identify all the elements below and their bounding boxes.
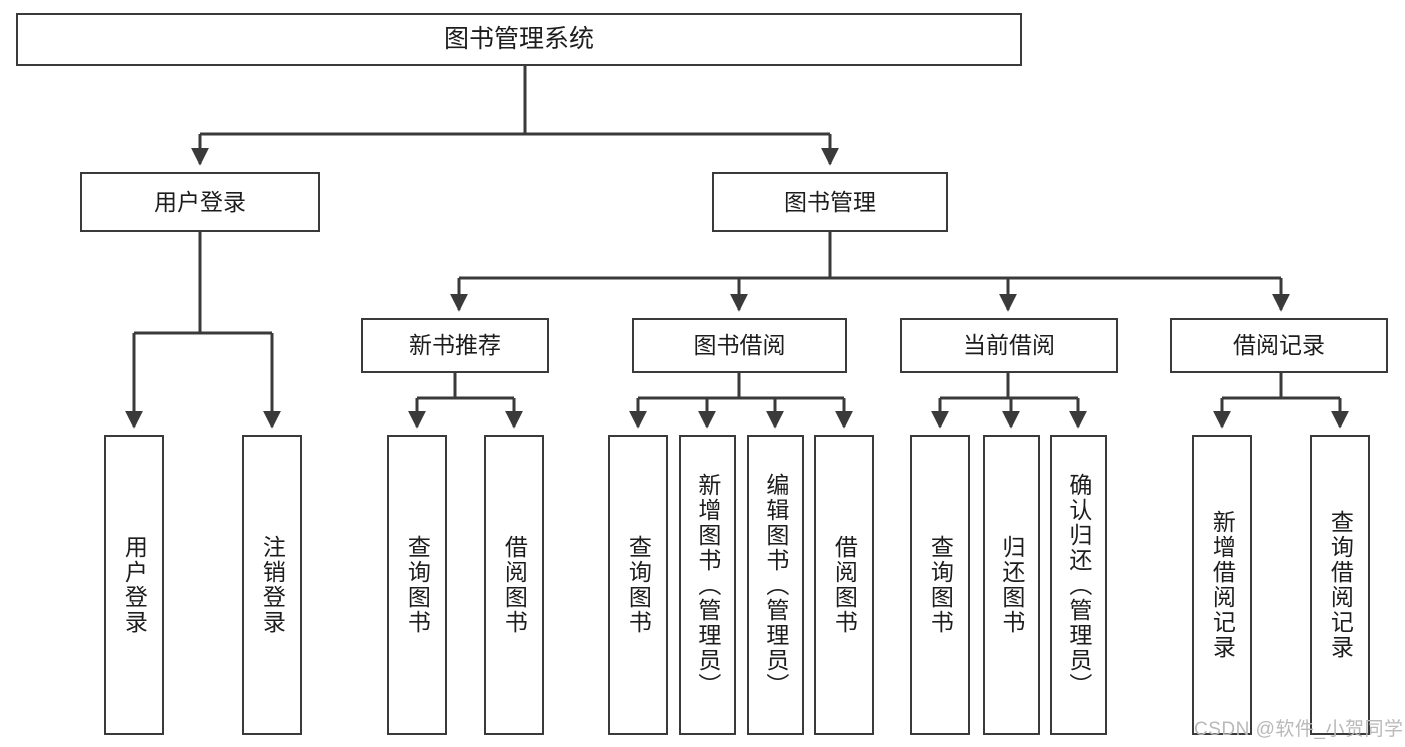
- node-leaf-query-book-rec-label: 查询图书: [404, 535, 431, 635]
- node-borrow-record-label: 借阅记录: [1233, 332, 1325, 359]
- node-leaf-edit-book-label: 编辑图书（管理员）: [762, 472, 789, 698]
- node-book-borrow[interactable]: 图书借阅: [632, 318, 847, 373]
- node-root[interactable]: 图书管理系统: [16, 13, 1022, 66]
- watermark-csdn: CSDN @软件_小贺同学: [1194, 719, 1404, 740]
- node-leaf-return-book-label: 归还图书: [998, 535, 1025, 635]
- node-leaf-borrow-book-rec[interactable]: 借阅图书: [484, 435, 544, 735]
- node-leaf-confirm-return[interactable]: 确认归还（管理员）: [1050, 435, 1107, 735]
- node-current-borrow-label: 当前借阅: [963, 332, 1055, 359]
- node-root-label: 图书管理系统: [443, 25, 594, 53]
- node-leaf-query-book-cb[interactable]: 查询图书: [910, 435, 970, 735]
- node-leaf-query-record[interactable]: 查询借阅记录: [1310, 435, 1370, 735]
- node-leaf-user-logout[interactable]: 注销登录: [242, 435, 302, 735]
- node-leaf-query-record-label: 查询借阅记录: [1327, 510, 1354, 660]
- node-book-manage[interactable]: 图书管理: [712, 172, 948, 232]
- node-user-login[interactable]: 用户登录: [80, 172, 320, 232]
- node-leaf-user-logout-label: 注销登录: [259, 535, 286, 635]
- node-leaf-user-login-label: 用户登录: [121, 535, 148, 635]
- node-leaf-return-book[interactable]: 归还图书: [983, 435, 1040, 735]
- node-leaf-add-book[interactable]: 新增图书（管理员）: [679, 435, 736, 735]
- node-leaf-add-record-label: 新增借阅记录: [1209, 510, 1236, 660]
- node-leaf-confirm-return-label: 确认归还（管理员）: [1065, 472, 1092, 698]
- node-leaf-add-record[interactable]: 新增借阅记录: [1192, 435, 1252, 735]
- node-leaf-query-book-rec[interactable]: 查询图书: [387, 435, 447, 735]
- node-book-manage-label: 图书管理: [784, 188, 876, 215]
- node-leaf-add-book-label: 新增图书（管理员）: [694, 472, 721, 698]
- node-leaf-edit-book[interactable]: 编辑图书（管理员）: [747, 435, 804, 735]
- node-leaf-query-book-bb-label: 查询图书: [625, 535, 652, 635]
- node-new-book-rec-label: 新书推荐: [409, 332, 501, 359]
- node-leaf-borrow-book-bb-label: 借阅图书: [831, 535, 858, 635]
- node-leaf-query-book-bb[interactable]: 查询图书: [608, 435, 668, 735]
- node-leaf-borrow-book-bb[interactable]: 借阅图书: [814, 435, 874, 735]
- node-user-login-label: 用户登录: [154, 188, 246, 215]
- node-leaf-borrow-book-rec-label: 借阅图书: [501, 535, 528, 635]
- node-borrow-record[interactable]: 借阅记录: [1170, 318, 1388, 373]
- node-leaf-query-book-cb-label: 查询图书: [927, 535, 954, 635]
- node-leaf-user-login[interactable]: 用户登录: [104, 435, 164, 735]
- node-book-borrow-label: 图书借阅: [693, 332, 786, 359]
- node-new-book-rec[interactable]: 新书推荐: [361, 318, 549, 373]
- node-current-borrow[interactable]: 当前借阅: [900, 318, 1118, 373]
